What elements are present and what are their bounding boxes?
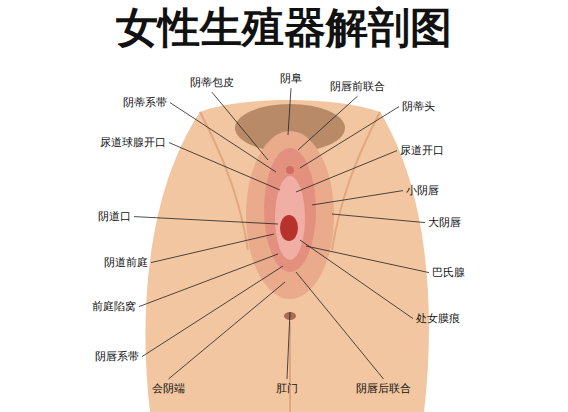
leader-line xyxy=(139,254,278,307)
leader-line xyxy=(332,214,425,223)
part-label: 尿道球腺开口 xyxy=(100,136,166,149)
leader-line xyxy=(169,143,280,190)
part-label: 阴唇后联合 xyxy=(356,382,411,395)
part-label: 阴唇前联合 xyxy=(330,80,385,93)
leader-line xyxy=(300,107,399,168)
part-label: 阴蒂头 xyxy=(402,100,435,113)
part-label: 阴道口 xyxy=(98,210,131,223)
part-label: 阴阜 xyxy=(280,72,302,85)
leader-line xyxy=(170,103,276,172)
leader-line xyxy=(300,240,413,319)
leader-line xyxy=(306,246,429,273)
part-label: 尿道开口 xyxy=(400,144,444,157)
part-label: 阴唇系带 xyxy=(95,350,139,363)
leader-line xyxy=(296,151,397,192)
labia-minora xyxy=(264,148,316,272)
part-label: 阴道前庭 xyxy=(104,256,148,269)
leader-line xyxy=(298,96,358,150)
clitoris xyxy=(286,166,294,174)
part-label: 小阴唇 xyxy=(406,184,439,197)
part-label: 阴蒂系带 xyxy=(123,96,167,109)
vaginal-opening xyxy=(280,215,298,241)
leader-line xyxy=(151,234,274,263)
body-shape xyxy=(145,100,429,412)
leader-line xyxy=(288,88,291,135)
part-label: 大阴唇 xyxy=(428,216,461,229)
part-label: 巴氏腺 xyxy=(432,266,465,279)
leader-line xyxy=(134,217,278,224)
part-label: 会阴端 xyxy=(152,382,185,395)
part-label: 处女膜痕 xyxy=(416,312,460,325)
diagram-title: 女性生殖器解剖图 xyxy=(0,4,568,52)
leader-line xyxy=(287,312,290,379)
leader-line xyxy=(212,92,268,160)
labia-majora xyxy=(246,131,334,299)
leader-line xyxy=(296,272,384,379)
vestibule xyxy=(275,176,305,260)
part-label: 阴蒂包皮 xyxy=(190,76,234,89)
leader-line xyxy=(169,282,286,379)
leader-line xyxy=(312,191,403,205)
leader-line xyxy=(142,266,283,357)
part-label: 肛门 xyxy=(276,382,298,395)
part-label: 前庭陷窝 xyxy=(92,300,136,313)
